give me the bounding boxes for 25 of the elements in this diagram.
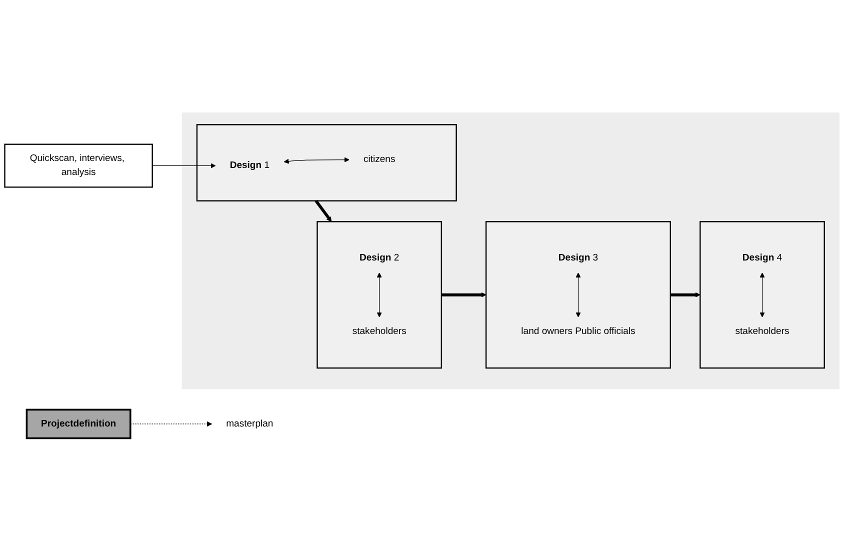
node-text: Design 1 — [230, 160, 270, 170]
node-text: Design 3 — [558, 252, 598, 263]
cluster — [182, 112, 840, 389]
cluster — [196, 124, 457, 201]
arrow — [576, 272, 581, 317]
cluster — [700, 220, 825, 368]
node-text: Design 4 — [742, 252, 782, 263]
arrow — [441, 292, 486, 297]
arrow — [670, 292, 700, 297]
cluster — [485, 220, 671, 368]
arrow — [760, 272, 765, 317]
node-box: Projectdefinition — [26, 408, 132, 439]
arrow — [130, 420, 212, 426]
arrow — [314, 199, 332, 222]
node-text: stakeholders — [735, 326, 790, 336]
node-text: Design 2 — [360, 252, 400, 263]
arrow — [376, 272, 382, 317]
node-text: stakeholders — [352, 326, 406, 336]
node-box: Quickscan, interviews, analysis — [4, 143, 153, 188]
arrow — [152, 162, 216, 168]
node-text: land owners Public officials — [521, 326, 636, 336]
node-text: masterplan — [226, 418, 274, 428]
arrow — [284, 156, 350, 164]
cluster — [316, 220, 442, 368]
node-text: citizens — [363, 154, 396, 164]
